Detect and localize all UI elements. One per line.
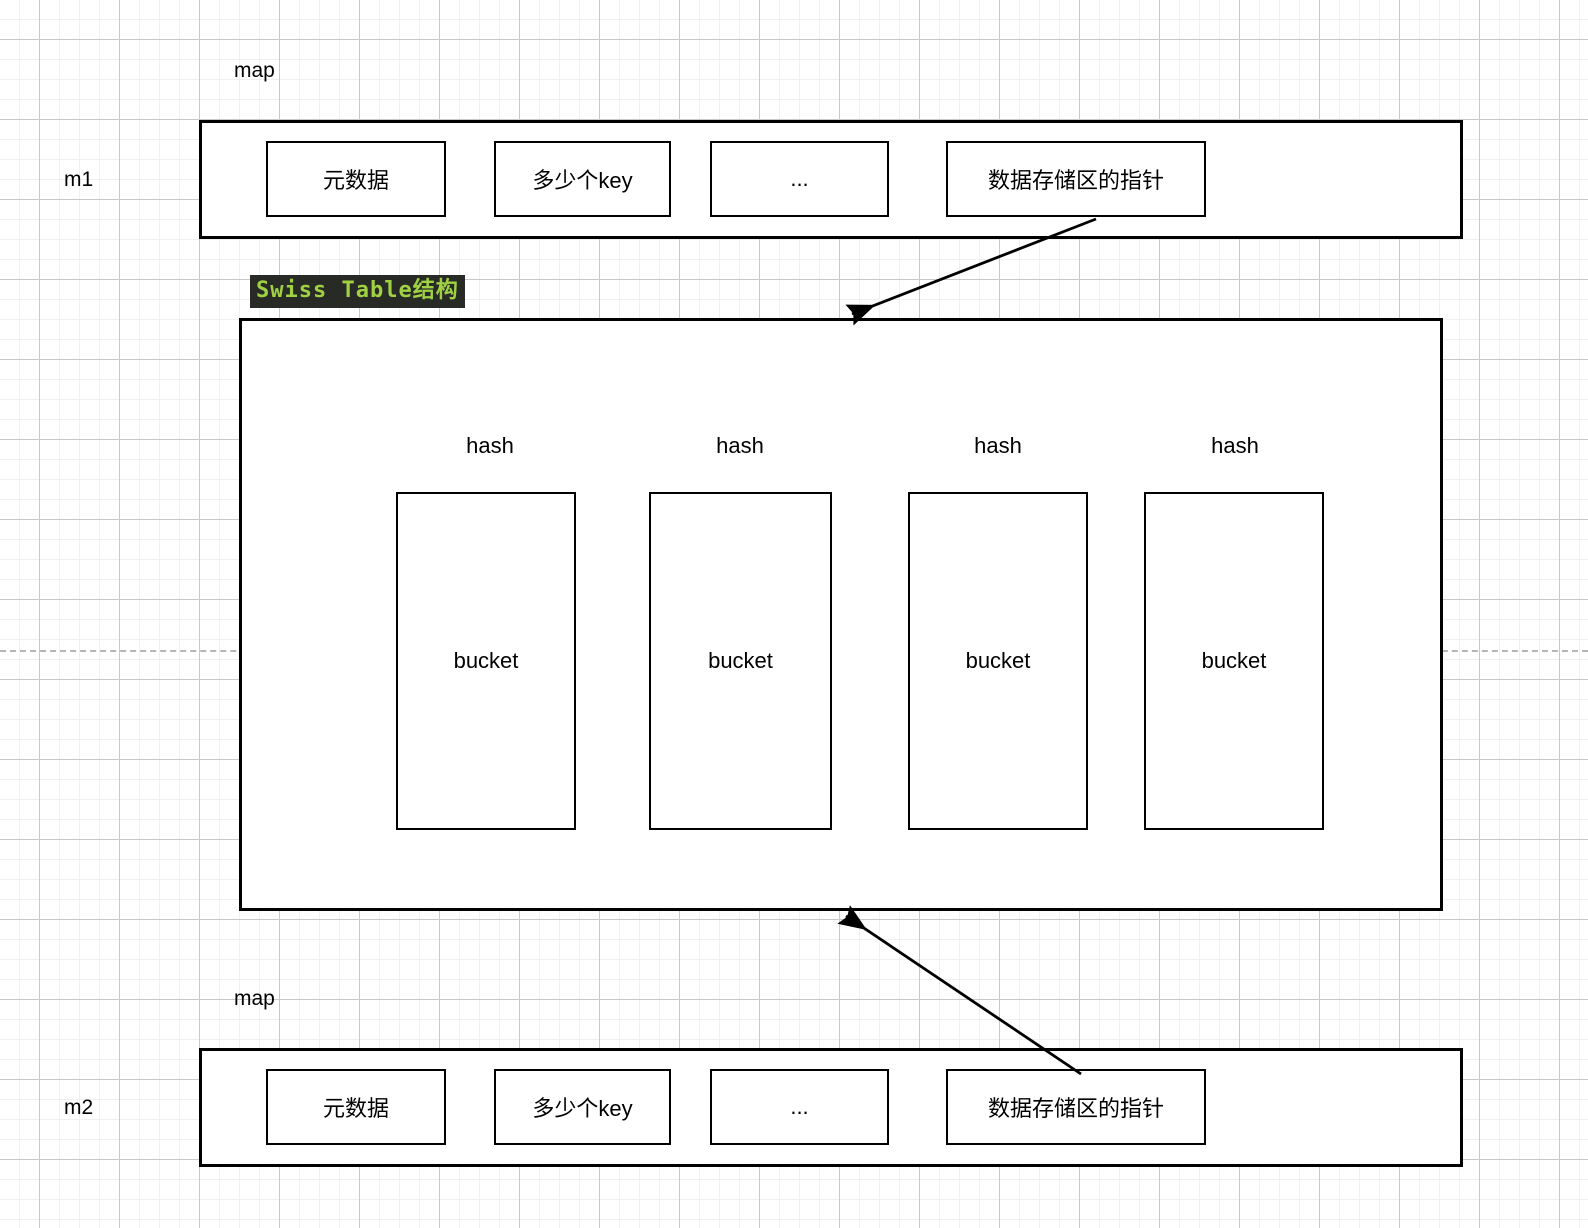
bucket-box-4[interactable]: bucket — [1144, 492, 1324, 830]
m1-ellipsis-label: ... — [790, 166, 809, 191]
swiss-table-tag: Swiss Table结构 — [250, 275, 465, 309]
bucket-box-3[interactable]: bucket — [908, 492, 1088, 830]
m2-data-pointer-label: 数据存储区的指针 — [987, 1096, 1164, 1121]
m1-data-pointer-field[interactable]: 数据存储区的指针 — [946, 141, 1206, 217]
row-label-m1: m1 — [64, 168, 94, 191]
hash-label-2: hash — [716, 433, 764, 458]
bucket-label-3: bucket — [965, 648, 1031, 673]
hash-label-4: hash — [1211, 433, 1259, 458]
m1-metadata-field[interactable]: 元数据 — [266, 141, 446, 217]
map-title-bottom: map — [234, 987, 275, 1010]
bucket-box-2[interactable]: bucket — [649, 492, 832, 830]
map-struct-m2 — [199, 1048, 1463, 1167]
bucket-label-1: bucket — [453, 648, 519, 673]
m2-metadata-label: 元数据 — [322, 1096, 389, 1121]
map-title-top: map — [234, 59, 275, 82]
bucket-box-1[interactable]: bucket — [396, 492, 576, 830]
m1-metadata-label: 元数据 — [322, 168, 389, 193]
hash-label-1: hash — [466, 433, 514, 458]
m2-key-count-label: 多少个key — [532, 1096, 633, 1121]
m1-key-count-field[interactable]: 多少个key — [494, 141, 671, 217]
m1-ellipsis-field[interactable]: ... — [710, 141, 889, 217]
bucket-label-2: bucket — [708, 648, 773, 673]
m2-data-pointer-field[interactable]: 数据存储区的指针 — [946, 1069, 1206, 1145]
m2-metadata-field[interactable]: 元数据 — [266, 1069, 446, 1145]
m2-ellipsis-field[interactable]: ... — [710, 1069, 889, 1145]
bucket-label-4: bucket — [1201, 648, 1267, 673]
m2-key-count-field[interactable]: 多少个key — [494, 1069, 671, 1145]
m1-data-pointer-label: 数据存储区的指针 — [987, 168, 1164, 193]
row-label-m2: m2 — [64, 1096, 94, 1119]
hash-label-3: hash — [974, 433, 1022, 458]
m2-ellipsis-label: ... — [790, 1094, 809, 1119]
m1-key-count-label: 多少个key — [532, 168, 633, 193]
